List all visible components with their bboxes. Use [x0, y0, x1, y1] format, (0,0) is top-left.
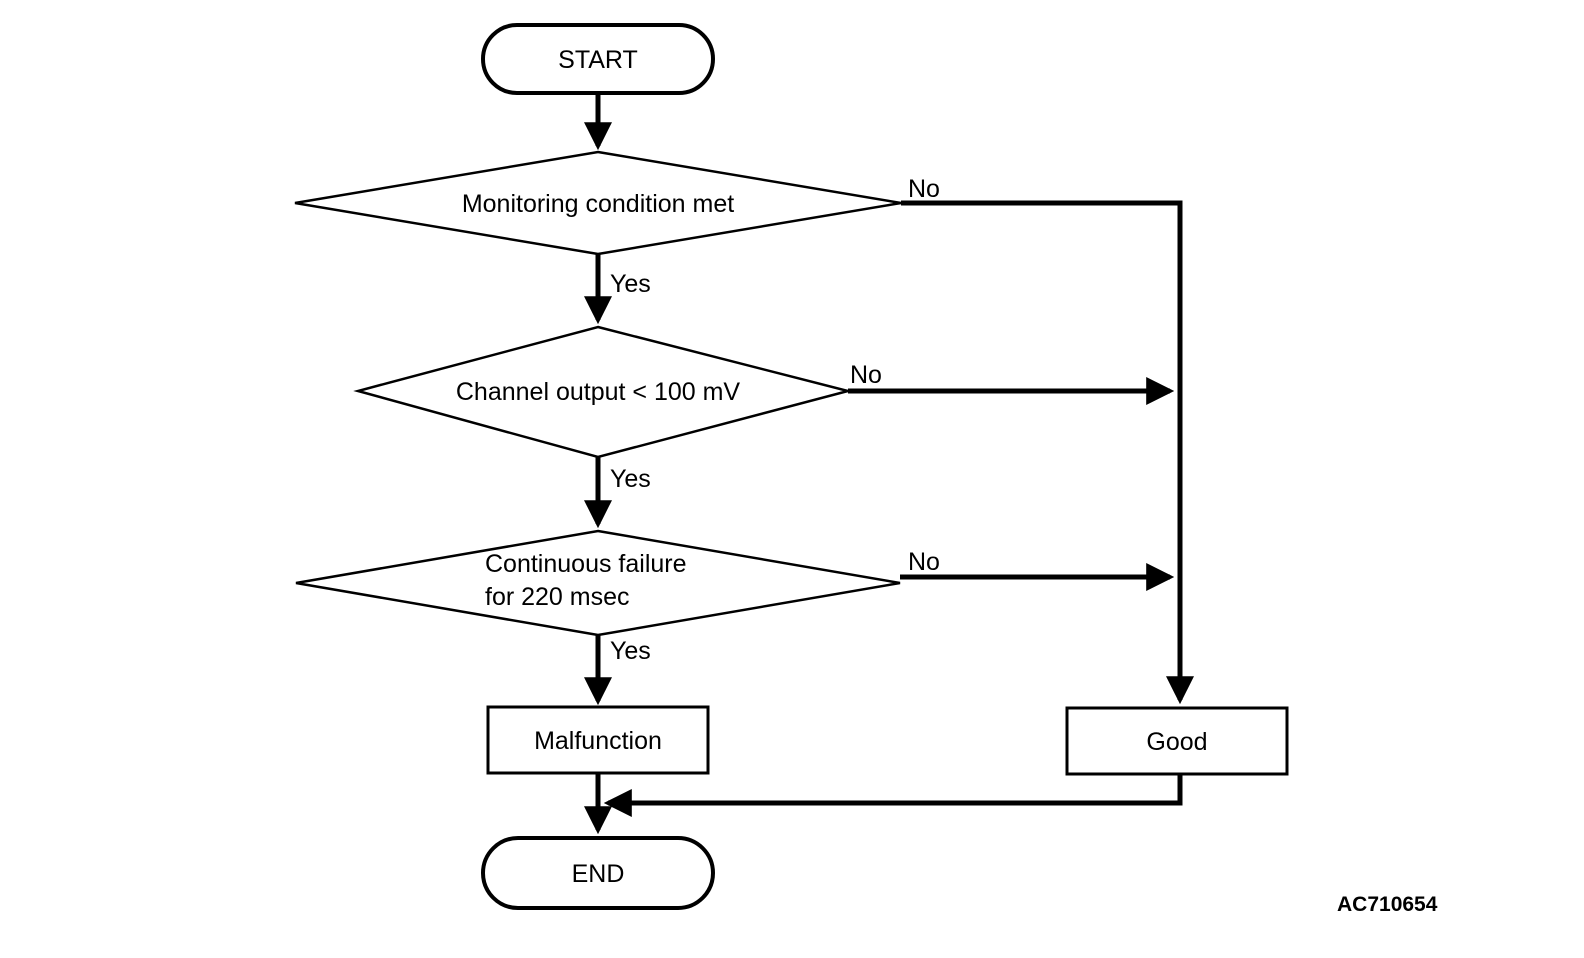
- start-node: [481, 23, 715, 95]
- decision-channel-output: [353, 325, 853, 459]
- edge-good-to-end-junction: [603, 774, 1183, 817]
- monitoring-condition-label: Monitoring condition met: [462, 190, 734, 218]
- monitoring-no-label: No: [908, 175, 940, 203]
- channel-output-label: Channel output < 100 mV: [456, 378, 741, 406]
- decision-monitoring-condition: [294, 150, 902, 256]
- failure-yes-label: Yes: [610, 637, 651, 665]
- continuous-failure-label-line2: for 220 msec: [485, 583, 630, 611]
- malfunction-node: [486, 705, 710, 775]
- start-label: START: [558, 46, 638, 74]
- decision-continuous-failure: [295, 529, 901, 637]
- channel-yes-label: Yes: [610, 465, 651, 493]
- monitoring-yes-label: Yes: [610, 270, 651, 298]
- malfunction-label: Malfunction: [534, 727, 662, 755]
- edge-monitoring-no-to-good: [901, 200, 1194, 705]
- figure-code: AC710654: [1337, 893, 1438, 916]
- good-node: [1065, 706, 1289, 776]
- end-label: END: [572, 860, 625, 888]
- continuous-failure-label-line1: Continuous failure: [485, 550, 687, 578]
- good-label: Good: [1146, 728, 1207, 756]
- end-node: [481, 836, 715, 910]
- channel-no-label: No: [850, 361, 882, 389]
- failure-no-label: No: [908, 548, 940, 576]
